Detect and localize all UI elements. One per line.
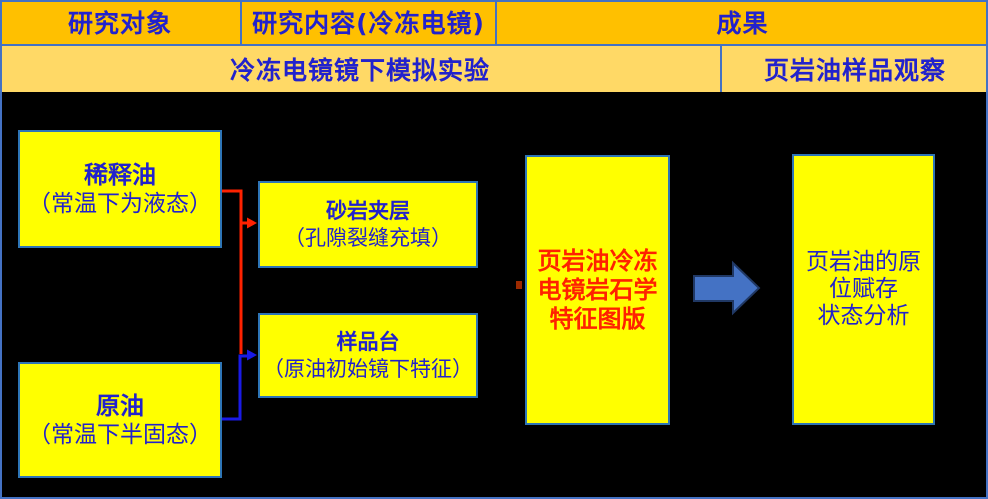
red-arrowhead-icon <box>247 217 257 229</box>
sandstone-interlayer-title: 砂岩夹层 <box>326 199 410 223</box>
header-research-content-label: 研究内容(冷冻电镜) <box>252 9 485 38</box>
connector-red-stub <box>516 281 522 289</box>
right-block-arrow-icon <box>693 260 761 316</box>
crude-oil-subtitle: （常温下半固态） <box>28 421 212 448</box>
header-results-label: 成果 <box>716 9 769 38</box>
sandstone-interlayer-subtitle: （孔隙裂缝充填） <box>284 226 452 250</box>
header-sample-observation-label: 页岩油样品观察 <box>763 56 946 85</box>
cryo-em-chart-line1: 页岩油冷冻 <box>537 246 658 275</box>
in-situ-analysis-box: 页岩油的原 位赋存 状态分析 <box>792 154 935 425</box>
cryo-em-chart-line3: 特征图版 <box>549 304 646 333</box>
header-simulation-experiment-label: 冷冻电镜镜下模拟实验 <box>229 56 490 85</box>
diluted-oil-box: 稀释油 （常温下为液态） <box>18 130 222 248</box>
cryo-em-chart-line2: 电镜岩石学 <box>537 275 658 304</box>
sample-stage-subtitle: （原油初始镜下特征） <box>263 357 473 381</box>
cryo-em-chart-box: 页岩油冷冻 电镜岩石学 特征图版 <box>525 155 670 425</box>
in-situ-analysis-line2: 位赋存 <box>829 276 898 302</box>
sandstone-interlayer-box: 砂岩夹层 （孔隙裂缝充填） <box>258 181 478 268</box>
in-situ-analysis-line3: 状态分析 <box>817 303 910 329</box>
blue-arrowhead-icon <box>247 349 257 361</box>
header-research-object: 研究对象 <box>0 0 240 44</box>
header-row-2: 冷冻电镜镜下模拟实验 页岩油样品观察 <box>0 46 988 92</box>
header-sample-observation: 页岩油样品观察 <box>720 46 988 92</box>
diluted-oil-subtitle: （常温下为液态） <box>28 190 212 217</box>
crude-oil-title: 原油 <box>96 391 144 420</box>
header-row-1: 研究对象 研究内容(冷冻电镜) 成果 <box>0 0 988 46</box>
header-simulation-experiment: 冷冻电镜镜下模拟实验 <box>0 46 720 92</box>
sample-stage-box: 样品台 （原油初始镜下特征） <box>258 313 478 398</box>
header-research-object-label: 研究对象 <box>67 9 172 38</box>
in-situ-analysis-line1: 页岩油的原 <box>806 249 921 275</box>
connector-red-main <box>222 189 243 354</box>
sample-stage-title: 样品台 <box>336 330 400 354</box>
header-results: 成果 <box>495 0 988 44</box>
connector-blue-main <box>222 354 249 421</box>
header-research-content: 研究内容(冷冻电镜) <box>240 0 495 44</box>
crude-oil-box: 原油 （常温下半固态） <box>18 362 222 478</box>
diluted-oil-title: 稀释油 <box>84 160 156 189</box>
